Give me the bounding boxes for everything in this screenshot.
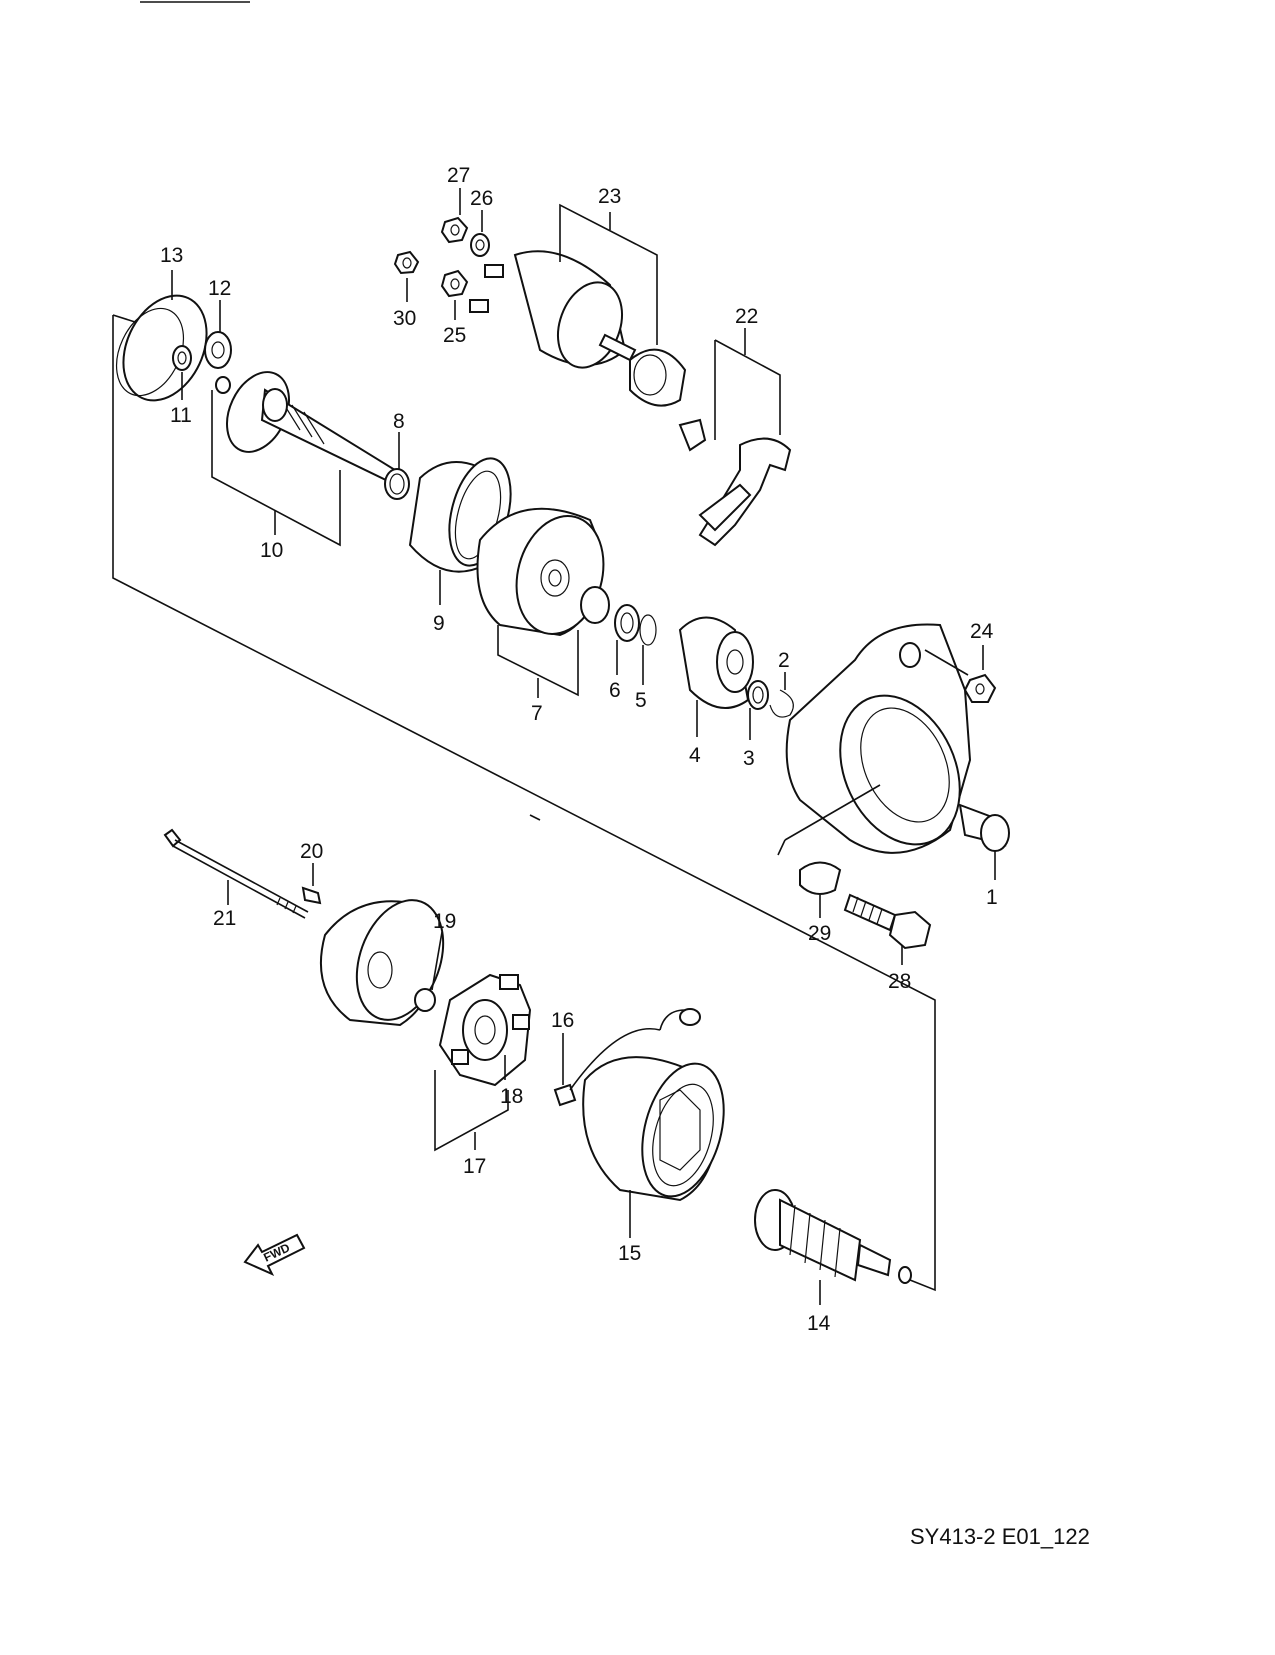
callout-6: 6 bbox=[609, 679, 621, 702]
part-3-ring bbox=[747, 680, 769, 710]
callout-2: 2 bbox=[778, 649, 790, 672]
part-8-ring bbox=[384, 468, 410, 500]
fwd-arrow-icon: FWD bbox=[243, 1233, 306, 1277]
callout-9: 9 bbox=[433, 612, 445, 635]
callout-27: 27 bbox=[447, 164, 470, 187]
part-9-ring-gear bbox=[408, 457, 512, 573]
callout-17: 17 bbox=[463, 1155, 486, 1178]
part-29-sleeve bbox=[799, 861, 842, 895]
part-26-washer bbox=[470, 233, 490, 257]
callout-19: 19 bbox=[433, 910, 456, 933]
part-13-cover bbox=[115, 294, 208, 402]
part-2-clip bbox=[769, 689, 794, 718]
callout-13: 13 bbox=[160, 244, 183, 267]
callout-25: 25 bbox=[443, 324, 466, 347]
callout-7: 7 bbox=[531, 702, 543, 725]
part-25-nut bbox=[440, 269, 469, 298]
part-22-shift-lever bbox=[678, 418, 792, 547]
callout-16: 16 bbox=[551, 1009, 574, 1032]
part-14-armature bbox=[754, 1189, 912, 1284]
part-21-through-bolt bbox=[163, 828, 309, 919]
callout-10: 10 bbox=[260, 539, 283, 562]
part-4-pinion bbox=[678, 616, 754, 709]
callout-22: 22 bbox=[735, 305, 758, 328]
part-1-drive-housing bbox=[785, 623, 1010, 854]
callout-29: 29 bbox=[808, 922, 831, 945]
figure-code: SY413-2 E01_122 bbox=[910, 1524, 1090, 1549]
callout-1: 1 bbox=[986, 886, 998, 909]
callout-20: 20 bbox=[300, 840, 323, 863]
part-small-cylinder bbox=[580, 586, 610, 624]
part-12-bearing bbox=[204, 331, 232, 369]
callout-3: 3 bbox=[743, 747, 755, 770]
callout-4: 4 bbox=[689, 744, 701, 767]
callout-5: 5 bbox=[635, 689, 647, 712]
part-15-yoke bbox=[582, 1056, 725, 1202]
callout-15: 15 bbox=[618, 1242, 641, 1265]
part-30-nut bbox=[393, 250, 420, 275]
callout-labels: 1 2 3 4 5 6 7 8 9 10 11 12 13 14 15 16 1… bbox=[160, 164, 998, 1335]
leader-lines bbox=[171, 188, 996, 1305]
callout-18: 18 bbox=[500, 1085, 523, 1108]
part-5-clip bbox=[639, 614, 657, 646]
callout-23: 23 bbox=[598, 185, 621, 208]
callout-14: 14 bbox=[807, 1312, 831, 1335]
callout-28: 28 bbox=[888, 970, 911, 993]
part-11-washer bbox=[172, 345, 192, 371]
callout-24: 24 bbox=[970, 620, 994, 643]
part-19-rear-cover bbox=[319, 899, 445, 1027]
callout-30: 30 bbox=[393, 307, 416, 330]
part-plunger-boot bbox=[629, 348, 687, 407]
callout-21: 21 bbox=[213, 907, 236, 930]
part-24-nut bbox=[963, 673, 997, 703]
part-small-bushing bbox=[215, 376, 231, 394]
part-20-screw bbox=[301, 886, 322, 905]
callout-8: 8 bbox=[393, 410, 405, 433]
part-16-grommet bbox=[553, 1008, 701, 1107]
part-28-bolt bbox=[843, 893, 932, 950]
part-18-brush-holder bbox=[438, 973, 532, 1087]
part-10-shaft-assembly bbox=[226, 371, 397, 484]
assembly-bracket bbox=[112, 314, 936, 1292]
part-6-washer bbox=[614, 604, 640, 642]
callout-11: 11 bbox=[170, 404, 192, 427]
callout-26: 26 bbox=[470, 187, 493, 210]
part-23-solenoid bbox=[469, 250, 637, 369]
callout-12: 12 bbox=[208, 277, 231, 300]
part-27-nut bbox=[440, 216, 469, 244]
